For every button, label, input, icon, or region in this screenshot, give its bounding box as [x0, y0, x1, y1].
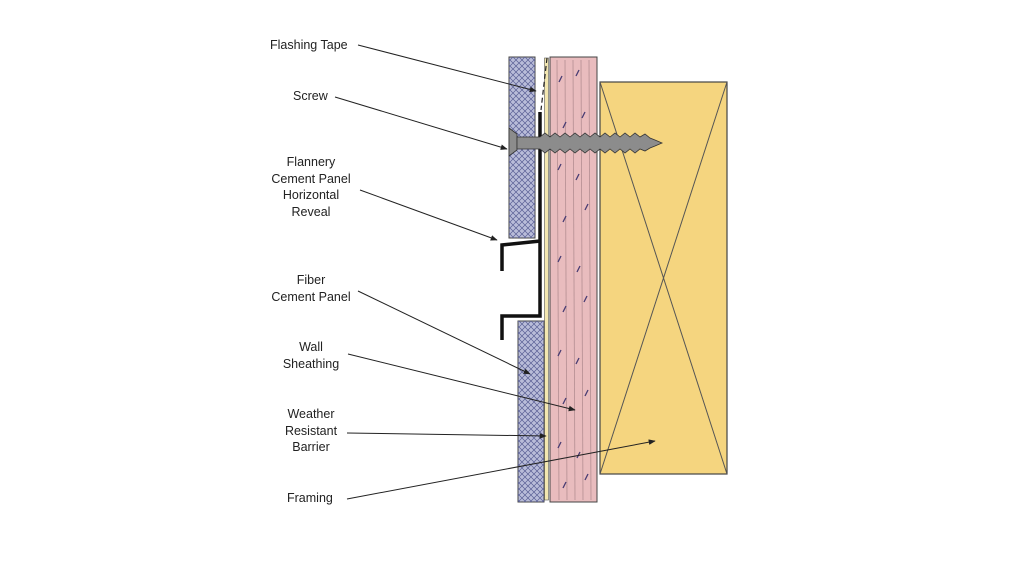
label-wrb: Weather Resistant Barrier — [276, 406, 346, 456]
flashing-tape — [540, 57, 548, 111]
fiber-cement-panel-lower — [517, 320, 545, 503]
leader-screw — [334, 96, 508, 150]
label-flashing-tape: Flashing Tape — [270, 37, 348, 54]
label-sheathing-line2: Sheathing — [282, 356, 340, 371]
label-wall-sheathing: Wall Sheathing — [276, 339, 346, 372]
label-framing-text: Framing — [287, 491, 333, 505]
leader-fiber-cement-panel — [357, 290, 531, 375]
wall-sheathing — [549, 56, 598, 503]
label-wrb-line1: Weather — [287, 407, 335, 421]
weather-resistant-barrier — [544, 57, 549, 501]
label-fiber-line2: Cement Panel — [271, 289, 351, 304]
leader-framing — [346, 439, 656, 500]
label-sheathing-line1: Wall — [299, 340, 323, 354]
label-wrb-line2: Resistant — [284, 423, 338, 438]
label-framing: Framing — [287, 490, 333, 507]
label-reveal-line4: Reveal — [291, 204, 331, 219]
label-screw-text: Screw — [293, 89, 328, 103]
leader-lines — [334, 44, 656, 500]
leader-reveal — [359, 189, 498, 241]
label-fiber-line1: Fiber — [296, 273, 326, 287]
label-flashing-tape-text: Flashing Tape — [270, 38, 348, 52]
leader-flashing-tape — [357, 44, 537, 93]
label-screw: Screw — [293, 88, 328, 105]
label-wrb-line3: Barrier — [292, 440, 330, 454]
label-reveal-line2: Cement Panel — [271, 171, 351, 186]
leader-wall-sheathing — [347, 353, 576, 412]
label-fiber-cement-panel: Fiber Cement Panel — [268, 272, 354, 305]
horizontal-reveal-trim — [500, 112, 542, 340]
label-reveal-line3: Horizontal — [282, 188, 340, 202]
leader-wrb — [346, 432, 547, 439]
screw — [508, 127, 664, 157]
label-reveal: Flannery Cement Panel Horizontal Reveal — [268, 154, 354, 220]
label-reveal-line1: Flannery — [286, 155, 336, 169]
